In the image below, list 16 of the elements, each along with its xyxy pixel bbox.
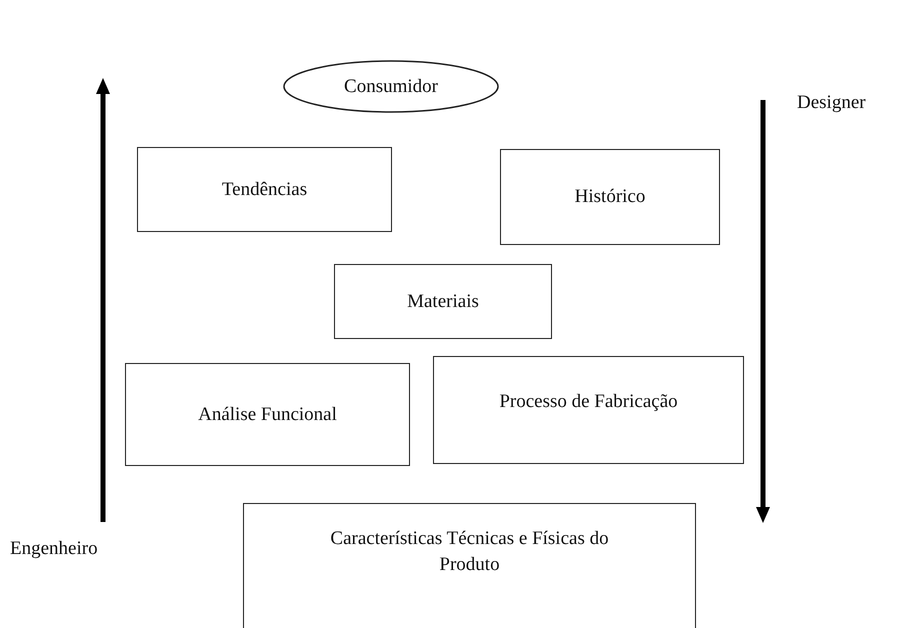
node-label: Tendências [220,178,308,202]
process-box [500,149,720,245]
process-box [433,356,744,464]
role-label: Designer [797,92,866,114]
node-label: Características Técnicas e Físicas do Produto [329,527,610,577]
process-box [243,503,696,628]
node-label: Análise Funcional [197,402,338,427]
node-label: Materiais [406,290,480,314]
oval-node [283,60,499,113]
node-label: Processo de Fabricação [498,390,679,414]
process-box [125,363,410,466]
node-label: Consumidor [343,74,439,99]
node-label: Histórico [574,185,646,210]
process-box [334,264,552,339]
role-label: Engenheiro [10,538,98,560]
process-box [137,147,392,232]
